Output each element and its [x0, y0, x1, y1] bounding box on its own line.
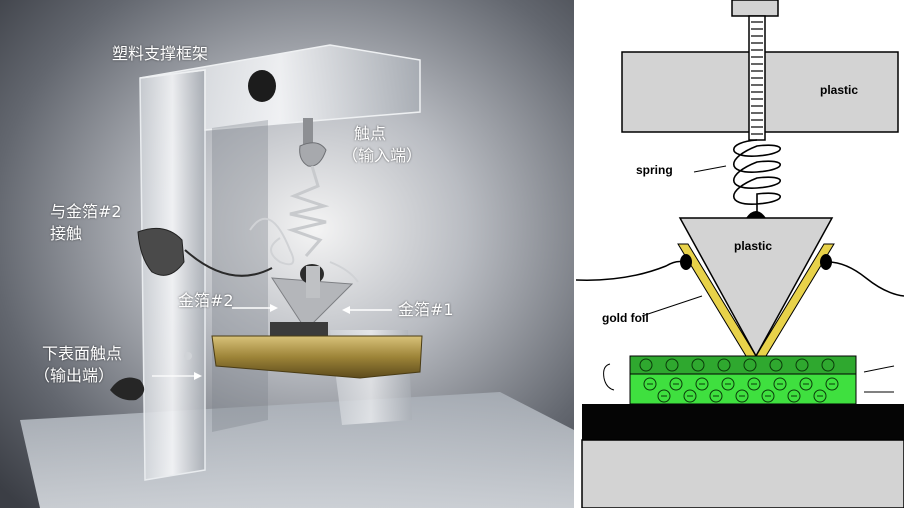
gold-foil-contact-label-1: 与金箔#2: [50, 202, 122, 221]
crystal: [270, 322, 328, 336]
charge-circle: [709, 389, 723, 403]
foil-contact-left: [680, 254, 692, 270]
diagram-artwork: plastic spring plastic gold foil: [575, 0, 904, 509]
charge-circle: [813, 389, 827, 403]
layer-bracket: [603, 363, 615, 391]
charge-circle: [825, 377, 839, 391]
left-wire: [575, 260, 685, 281]
arrow-output-head: [194, 372, 202, 380]
charge-circle: [683, 389, 697, 403]
p-layer-charges: [643, 377, 839, 403]
gold-foil-2-label: 金箔#2: [178, 291, 234, 310]
screw: [184, 352, 192, 360]
charge-circle: [643, 377, 657, 391]
charge-circle: [761, 389, 775, 403]
transistor-diagram: plastic spring plastic gold foil: [575, 0, 904, 509]
charge-circle: [747, 377, 761, 391]
wedge-stem: [306, 266, 320, 298]
frame-pillar: [139, 69, 206, 481]
brass-plate: [211, 335, 423, 379]
contact-point-label: 触点: [354, 124, 387, 143]
contact-blob: [299, 142, 327, 167]
knob: [248, 70, 276, 102]
charge-circle: [773, 377, 787, 391]
charge-circle: [639, 358, 653, 372]
contact-holder: [303, 118, 313, 144]
charge-circle: [695, 377, 709, 391]
plastic-block-bottom: [581, 439, 904, 509]
spring-pointer: [693, 165, 727, 173]
frame-label: 塑料支撑框架: [112, 44, 209, 63]
charge-circle: [743, 358, 757, 372]
contact-bump: [746, 211, 766, 218]
gold-foil-pointer: [641, 295, 703, 317]
photo-artwork: [0, 0, 574, 508]
charge-circle: [799, 377, 813, 391]
charge-circle: [691, 358, 705, 372]
wire-tangle: [249, 217, 295, 266]
input-end-label: （输入端）: [342, 146, 423, 165]
charge-circle: [795, 358, 809, 372]
arrow-foil2-head: [270, 304, 278, 312]
spring-coil: [733, 139, 781, 212]
bottom-contact-label-1: 下表面触点: [42, 344, 123, 363]
output-wire: [110, 377, 145, 401]
charge-circle: [821, 358, 835, 372]
spring-wire: [286, 165, 330, 257]
metal-base: [582, 404, 904, 440]
gold-foil-1-label: 金箔#1: [398, 300, 454, 319]
arrow-foil1-head: [342, 306, 350, 314]
charge-circle: [735, 389, 749, 403]
p-layer: [629, 373, 857, 405]
top-clamp: [731, 0, 779, 17]
charge-circle: [721, 377, 735, 391]
gold-foil-contact-label-2: 接触: [50, 224, 83, 243]
foil-contact-right: [820, 254, 832, 270]
left-clip: [137, 227, 185, 276]
frame-arm: [139, 44, 421, 131]
black-wire: [184, 249, 273, 277]
plastic-top-label: plastic: [820, 83, 858, 97]
charge-circle: [717, 358, 731, 372]
screw-rod-ticks: [751, 21, 763, 135]
charge-circle: [665, 358, 679, 372]
charge-circle: [657, 389, 671, 403]
charge-circle: [669, 377, 683, 391]
transistor-photo: 塑料支撑框架 触点 （输入端） 与金箔#2 接触 金箔#2 金箔#1 下表面触点…: [0, 0, 574, 508]
charge-circle: [769, 358, 783, 372]
n-layer-charges: [639, 358, 835, 372]
side-tick-upper: [863, 365, 895, 373]
bottom-contact-label-2: （输出端）: [34, 366, 115, 385]
wire-right: [329, 261, 359, 283]
plastic-wedge: [678, 217, 834, 358]
right-wire: [827, 261, 904, 297]
plastic-wedge-label: plastic: [734, 239, 772, 253]
spring-label: spring: [636, 163, 673, 177]
charge-circle: [787, 389, 801, 403]
gold-foil-label: gold foil: [602, 311, 649, 325]
